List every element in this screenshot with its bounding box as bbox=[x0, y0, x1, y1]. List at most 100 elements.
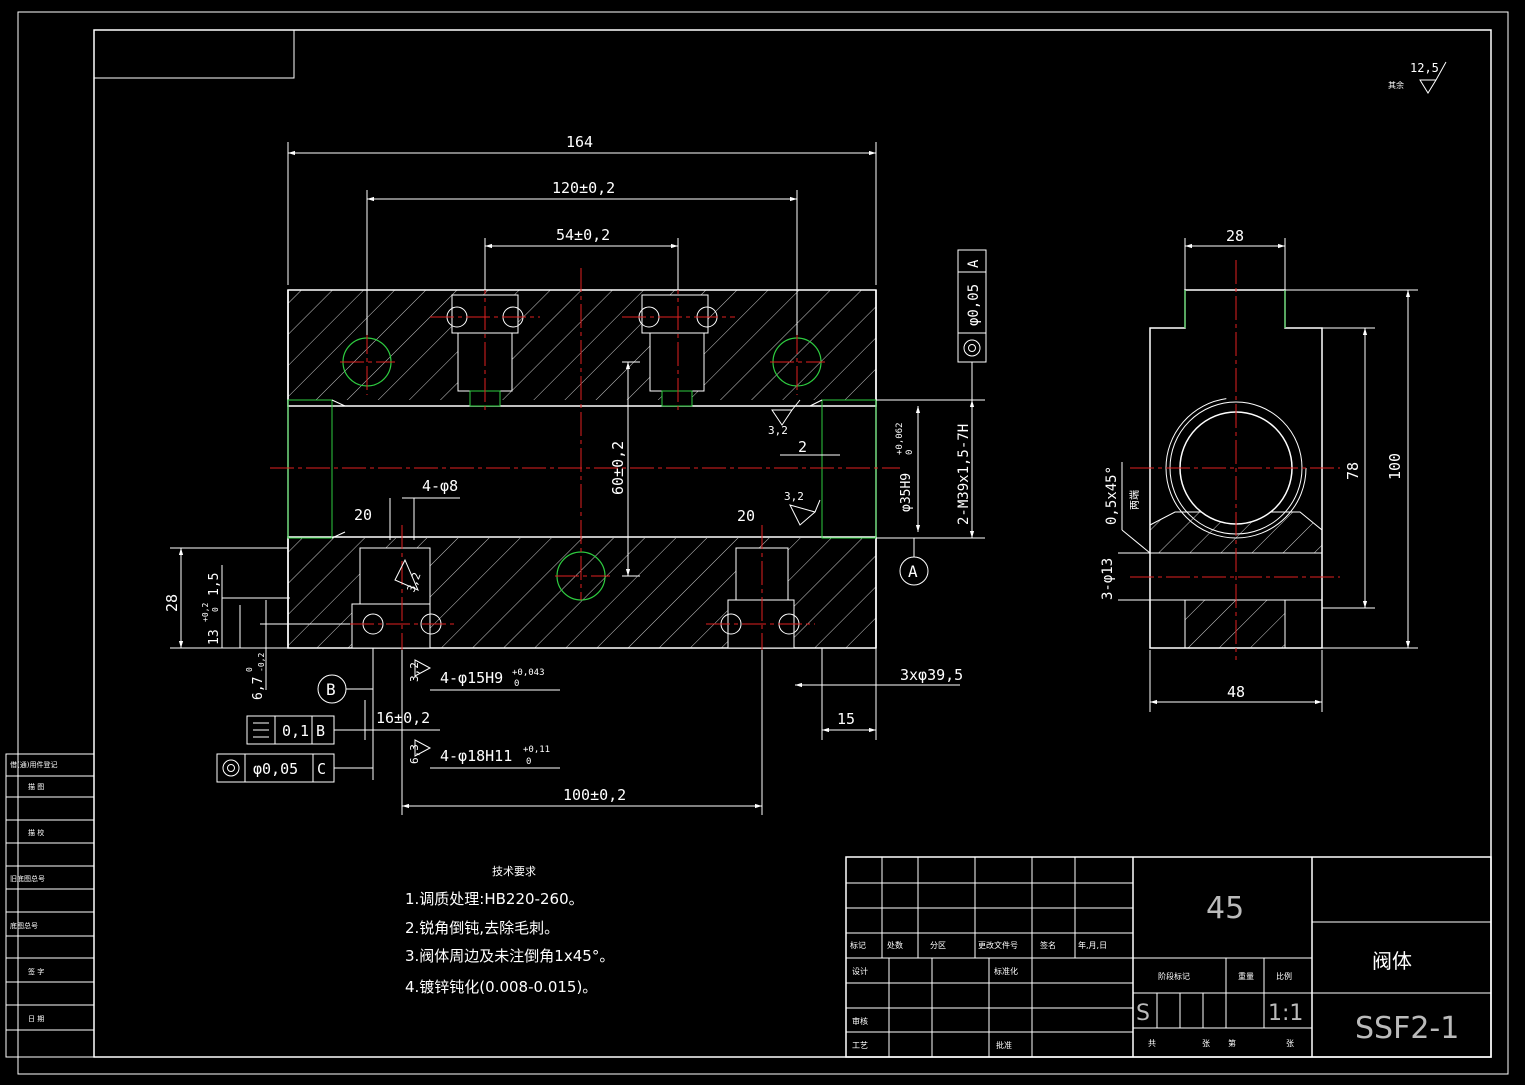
dim-6-7-tol-upper: 0 bbox=[245, 667, 254, 672]
fcf-b-datum: B bbox=[316, 722, 325, 740]
surface-finish-label: 其余 bbox=[1388, 80, 1404, 90]
dim-holes-b-tol-upper: +0,043 bbox=[512, 668, 545, 678]
dim-chamfer-20-right: 20 bbox=[737, 507, 755, 525]
dim-offset-16: 16±0,2 bbox=[376, 709, 430, 727]
tb-label-approve: 批准 bbox=[996, 1040, 1012, 1050]
tb-label-sheet: 张 bbox=[1202, 1039, 1210, 1048]
side-table-row-1: 描 图 bbox=[28, 782, 44, 791]
title-block bbox=[845, 856, 1492, 1058]
fcf-c: φ0,05 C bbox=[216, 753, 373, 783]
tb-label-standardize: 标准化 bbox=[994, 966, 1018, 976]
side-table-row-0: 借(通)用件登记 bbox=[10, 760, 57, 769]
dim-bore-count-dia: 3xφ39,5 bbox=[900, 666, 963, 684]
inner-border bbox=[93, 29, 1492, 1058]
dim-holes-c-tol-lower: 0 bbox=[526, 757, 531, 767]
tb-label-stage: 阶段标记 bbox=[1158, 971, 1190, 981]
dim-holes-c: 4-φ18H11 bbox=[440, 747, 512, 765]
dim-inner-pitch: 54±0,2 bbox=[556, 226, 610, 244]
surface-finish-symbol: 其余 12,5 bbox=[1388, 61, 1447, 94]
side-table-row-3: 旧底图总号 bbox=[10, 874, 45, 883]
surface-finish-value: 12,5 bbox=[1410, 61, 1439, 75]
side-table-row-2: 描 校 bbox=[28, 828, 44, 837]
dim-bottom-thickness: 28 bbox=[163, 594, 181, 612]
dim-6-7-tol-lower: -0,2 bbox=[257, 653, 266, 672]
front-upper-body bbox=[287, 289, 877, 407]
dim-bottom-pitch: 100±0,2 bbox=[563, 786, 626, 804]
side-table bbox=[5, 753, 95, 1058]
tb-label-design: 设计 bbox=[852, 966, 868, 976]
dim-bore-depth: 15 bbox=[837, 710, 855, 728]
tb-label-change-doc: 更改文件号 bbox=[978, 940, 1018, 950]
datum-a-label: A bbox=[908, 562, 918, 581]
dim-bore-fit-tol-upper: +0,062 bbox=[895, 422, 905, 455]
dim-holes-b: 4-φ15H9 bbox=[440, 669, 503, 687]
dim-6-7: 6,7 bbox=[251, 677, 266, 700]
tb-label-sign: 签名 bbox=[1040, 940, 1056, 950]
fcf-a-tolerance: φ0,05 bbox=[966, 284, 982, 326]
tb-scale: 1:1 bbox=[1268, 1001, 1303, 1026]
tb-drawing-no: SSF2-1 bbox=[1355, 1011, 1459, 1046]
tech-item-4: 4.镀锌钝化(0.008-0.015)。 bbox=[405, 978, 597, 996]
dim-bore-fit-tol-lower: 0 bbox=[905, 450, 915, 455]
fcf-a: φ0,05 A bbox=[957, 249, 987, 400]
fcf-c-datum: C bbox=[317, 760, 326, 778]
dim-holes-b-tol-lower: 0 bbox=[514, 679, 519, 689]
datum-b-label: B bbox=[326, 680, 336, 699]
dim-holes-c-tol-upper: +0,11 bbox=[523, 745, 550, 755]
tb-label-date: 年,月,日 bbox=[1078, 940, 1107, 950]
tech-title: 技术要求 bbox=[492, 865, 536, 878]
tech-item-2: 2.锐角倒钝,去除毛刺。 bbox=[405, 919, 559, 937]
side-view: 28 48 78 100 0,5x45° 两端 3-φ13 bbox=[1100, 227, 1418, 712]
fcf-c-tolerance: φ0,05 bbox=[253, 760, 298, 778]
tb-label-zone: 分区 bbox=[930, 941, 946, 950]
dim-13-tol-lower: 0 bbox=[211, 607, 220, 612]
side-table-row-5: 签 字 bbox=[28, 967, 44, 976]
side-table-row-6: 日 期 bbox=[28, 1015, 44, 1023]
roughness-3: 3,2 bbox=[405, 571, 424, 594]
front-view: 3,2 3,2 3,2 3,2 6,3 164 120±0,2 54±0,2 6… bbox=[163, 133, 987, 815]
dim-overall-length: 164 bbox=[566, 133, 593, 151]
tech-requirements: 技术要求 1.调质处理:HB220-260。 2.锐角倒钝,去除毛刺。 3.阀体… bbox=[405, 865, 614, 996]
dim-gap-2: 2 bbox=[798, 438, 807, 456]
tb-label-process: 工艺 bbox=[852, 1041, 868, 1050]
tb-label-total: 共 bbox=[1148, 1039, 1156, 1048]
side-dim-bottom-width: 48 bbox=[1227, 683, 1245, 701]
dim-1-5: 1,5 bbox=[207, 573, 222, 596]
dim-bore-thread: 2-M39x1,5-7H bbox=[956, 424, 972, 525]
tb-material: 45 bbox=[1206, 891, 1244, 926]
tech-item-3: 3.阀体周边及未注倒角1x45°。 bbox=[405, 947, 614, 965]
side-dim-height-total: 100 bbox=[1386, 453, 1404, 480]
tb-label-review: 审核 bbox=[852, 1016, 868, 1026]
tb-stage-mark: S bbox=[1136, 1001, 1150, 1026]
top-left-box bbox=[93, 29, 295, 79]
tb-part-name: 阀体 bbox=[1372, 949, 1412, 973]
outer-border bbox=[17, 11, 1509, 1075]
tb-label-page-unit: 张 bbox=[1286, 1039, 1294, 1048]
dim-13: 13 bbox=[207, 629, 222, 645]
dim-center-height: 60±0,2 bbox=[609, 441, 627, 495]
tb-label-count: 处数 bbox=[887, 940, 903, 950]
dim-holes-a: 4-φ8 bbox=[422, 477, 458, 495]
side-dim-top-width: 28 bbox=[1226, 227, 1244, 245]
dim-bore-fit: φ35H9 bbox=[899, 473, 914, 512]
roughness-4: 3,2 bbox=[408, 662, 421, 682]
roughness-1: 3,2 bbox=[768, 424, 788, 437]
roughness-5: 6,3 bbox=[408, 744, 421, 764]
fcf-b: 0,1 B bbox=[246, 715, 365, 745]
tech-item-1: 1.调质处理:HB220-260。 bbox=[405, 890, 584, 908]
fcf-b-tolerance: 0,1 bbox=[282, 722, 309, 740]
side-dim-chamfer: 0,5x45° bbox=[1104, 466, 1120, 525]
tb-label-page: 第 bbox=[1228, 1038, 1236, 1048]
tb-label-weight: 重量 bbox=[1238, 971, 1254, 981]
side-table-row-4: 底图总号 bbox=[10, 921, 38, 930]
dim-13-tol-upper: +0,2 bbox=[201, 603, 210, 622]
tb-label-mark: 标记 bbox=[850, 940, 866, 950]
side-dim-holes: 3-φ13 bbox=[1100, 558, 1116, 600]
dim-outer-pitch: 120±0,2 bbox=[552, 179, 615, 197]
fcf-a-datum: A bbox=[966, 259, 982, 268]
side-dim-height-inner: 78 bbox=[1344, 462, 1362, 480]
tb-label-scale: 比例 bbox=[1276, 971, 1292, 981]
side-dim-chamfer-note: 两端 bbox=[1128, 490, 1141, 510]
roughness-2: 3,2 bbox=[784, 490, 804, 503]
